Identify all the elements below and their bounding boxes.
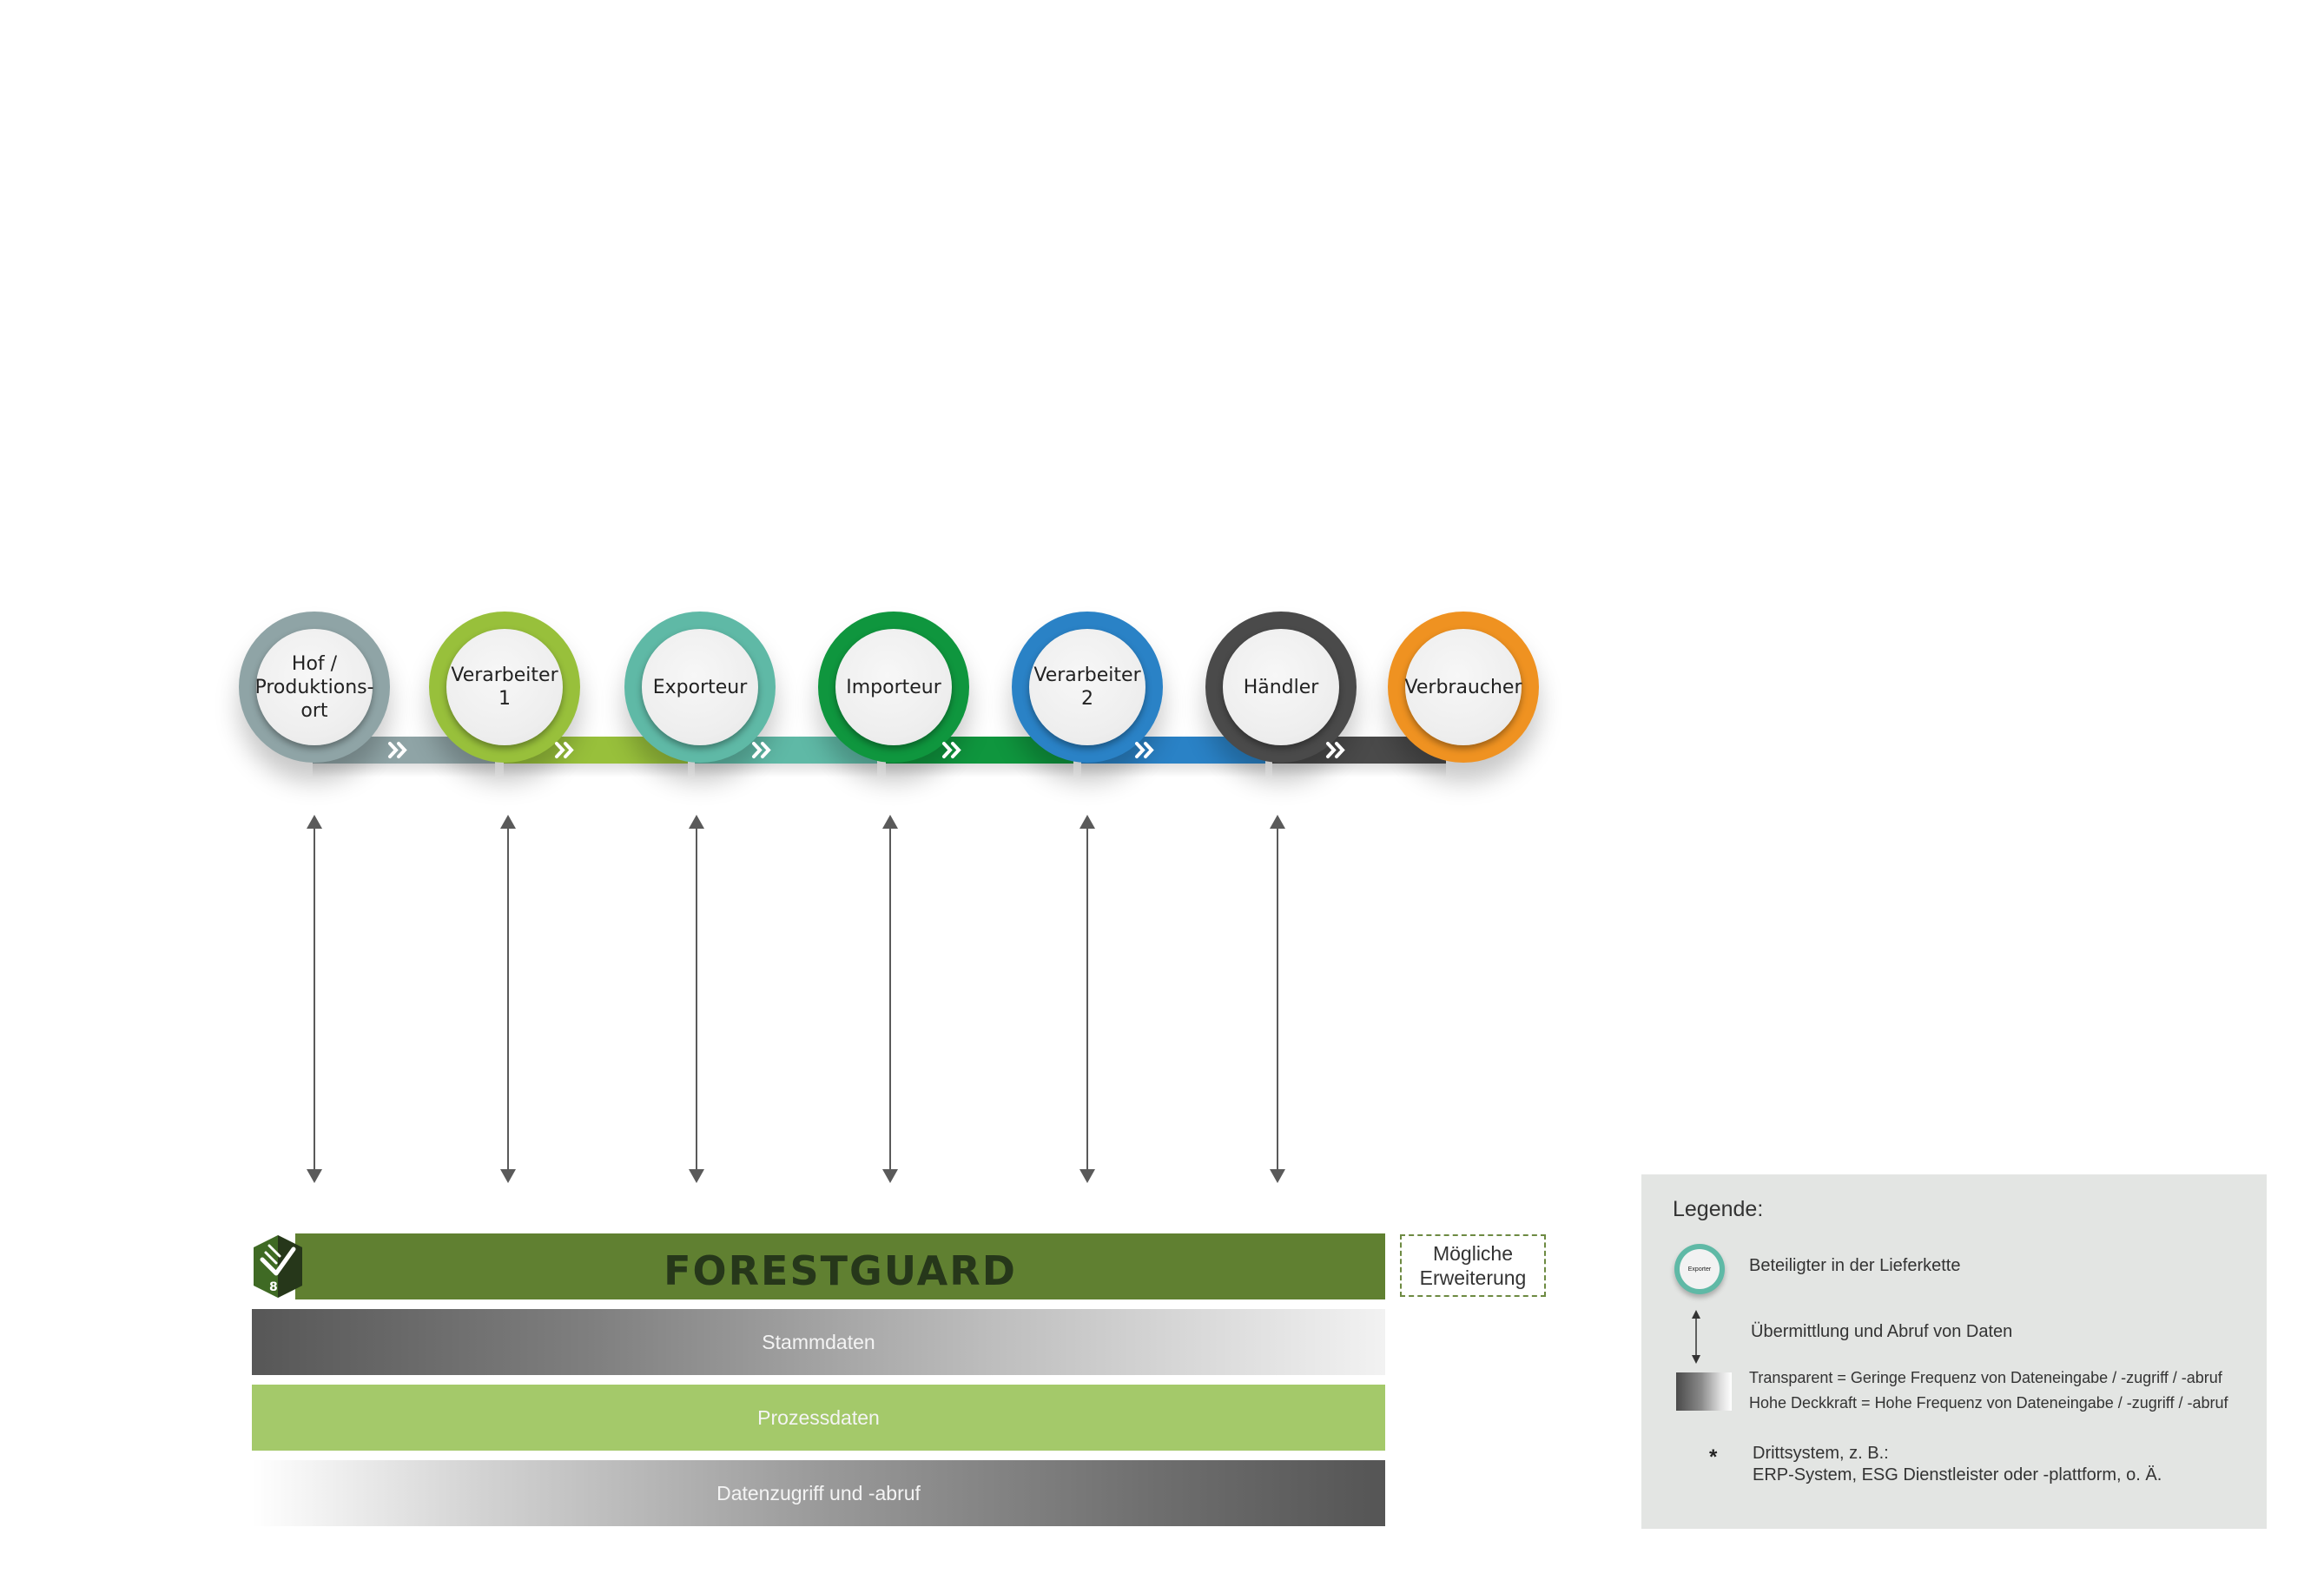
legend-third-party-text-1: Drittsystem, z. B.: bbox=[1753, 1444, 1889, 1463]
chain-node-verarbeiter-1: Verarbeiter 1 bbox=[429, 612, 580, 763]
chain-node-haendler: Händler bbox=[1205, 612, 1357, 763]
chevron-right-icon bbox=[1326, 742, 1345, 758]
layer-stammdaten: Stammdaten bbox=[252, 1309, 1385, 1375]
legend-third-party-marker: * bbox=[1709, 1445, 1718, 1469]
data-exchange-arrow-5 bbox=[1079, 815, 1095, 1183]
layer-label: Datenzugriff und -abruf bbox=[716, 1481, 921, 1504]
chain-node-importeur: Importeur bbox=[818, 612, 969, 763]
chevron-right-icon bbox=[388, 742, 407, 758]
data-exchange-arrow-4 bbox=[882, 815, 898, 1183]
legend-double-arrow-icon bbox=[1692, 1310, 1700, 1364]
chevron-right-icon bbox=[942, 742, 961, 758]
chain-node-label: Verarbeiter 2 bbox=[1033, 665, 1141, 710]
forestguard-title: FORESTGUARD bbox=[664, 1247, 1017, 1294]
possible-extension-label: Mögliche Erweiterung bbox=[1419, 1242, 1527, 1289]
data-exchange-arrow-3 bbox=[689, 815, 704, 1183]
legend-transparent-text: Transparent = Geringe Frequenz von Daten… bbox=[1749, 1369, 2222, 1386]
legend-third-party-text-2: ERP-System, ESG Dienstleister oder -plat… bbox=[1753, 1465, 2162, 1485]
chain-node-verbraucher: Verbraucher bbox=[1388, 612, 1539, 763]
possible-extension-box: Mögliche Erweiterung bbox=[1400, 1234, 1546, 1297]
forestguard-bar: FORESTGUARD bbox=[295, 1233, 1385, 1299]
chain-node-label: Importeur bbox=[846, 676, 941, 698]
chain-node-label: Exporteur bbox=[652, 676, 748, 698]
legend-opacity-text: Hohe Deckkraft = Hohe Frequenz von Daten… bbox=[1749, 1394, 2228, 1412]
legend-sample-label: Exporter bbox=[1687, 1266, 1712, 1273]
chevron-right-icon bbox=[752, 742, 771, 758]
data-exchange-arrow-2 bbox=[500, 815, 516, 1183]
legend-panel: Legende: Exporter Beteiligter in der Lie… bbox=[1641, 1174, 2267, 1529]
layer-label: Prozessdaten bbox=[757, 1405, 880, 1429]
data-exchange-arrow-1 bbox=[307, 815, 322, 1183]
data-exchange-arrow-6 bbox=[1270, 815, 1285, 1183]
layer-prozessdaten: Prozessdaten bbox=[252, 1385, 1385, 1451]
chain-node-label: Händler bbox=[1243, 676, 1319, 698]
chevron-right-icon bbox=[555, 742, 574, 758]
layer-datenzugriff: Datenzugriff und -abruf bbox=[252, 1460, 1385, 1526]
chain-node-hof: Hof / Produktions- ort bbox=[239, 612, 390, 763]
forestguard-leaf-logo-icon: 8 bbox=[254, 1235, 302, 1298]
legend-participant-text: Beteiligter in der Lieferkette bbox=[1749, 1256, 1961, 1275]
legend-title: Legende: bbox=[1673, 1197, 1764, 1221]
svg-text:8: 8 bbox=[269, 1280, 278, 1294]
legend-gradient-swatch bbox=[1676, 1372, 1732, 1411]
chain-node-label: Verbraucher bbox=[1404, 676, 1522, 698]
legend-transfer-text: Übermittlung und Abruf von Daten bbox=[1751, 1322, 2013, 1341]
legend-participant-sample: Exporter bbox=[1674, 1244, 1725, 1294]
chevron-right-icon bbox=[1135, 742, 1154, 758]
chain-node-exporteur: Exporteur bbox=[624, 612, 776, 763]
chain-node-verarbeiter-2: Verarbeiter 2 bbox=[1012, 612, 1163, 763]
chain-node-label: Verarbeiter 1 bbox=[451, 665, 558, 710]
layer-label: Stammdaten bbox=[762, 1330, 875, 1353]
chain-node-label: Hof / Produktions- ort bbox=[254, 652, 374, 722]
